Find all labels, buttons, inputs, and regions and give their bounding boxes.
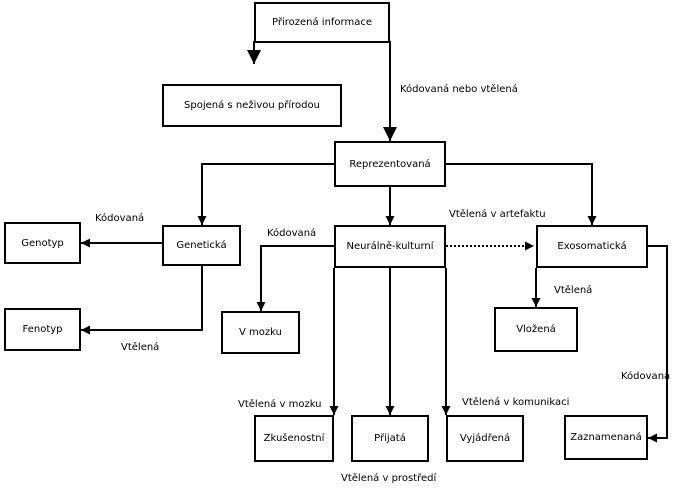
label-vtelena-v-artefaktu: Vtělená v artefaktu (449, 209, 546, 220)
label-kodovana-mozek: Kódovaná (267, 228, 317, 239)
node-genotyp: Genotyp (4, 222, 81, 264)
edge-neuralne-vmozku (256, 245, 334, 311)
node-spojena-s-nezivou-prirodou: Spojená s neživou přírodou (162, 84, 342, 127)
edge-exosomaticka-zaznamenana (648, 245, 668, 443)
edge-repr-exosomaticka (446, 163, 597, 225)
node-vlozena: Vložená (494, 307, 578, 352)
node-reprezentovana: Reprezentovaná (334, 141, 446, 187)
label-vtelena-fenotyp: Vtělená (121, 342, 160, 353)
node-fenotyp: Fenotyp (4, 308, 81, 351)
node-geneticka: Genetická (162, 225, 241, 266)
label-kodovana-nebo-vtelena: Kódovaná nebo vtělená (400, 84, 518, 95)
node-zaznamenana: Zaznamenaná (564, 415, 648, 460)
node-exosomaticka: Exosomatická (536, 225, 648, 268)
label-vtelena-v-mozku: Vtělená v mozku (238, 399, 322, 410)
label-vtelena-vlozena: Vtělená (554, 285, 593, 296)
label-kodovana-zaznam: Kódovaná (621, 371, 671, 382)
label-vtelena-v-komunikaci: Vtělená v komunikaci (462, 397, 570, 408)
node-prirozena-informace: Přirozená informace (254, 2, 390, 43)
edge-repr-geneticka (197, 163, 334, 225)
node-vyjadrena: Vyjádřená (446, 415, 524, 462)
label-vtelena-v-prostredi: Vtělená v prostředí (341, 473, 437, 484)
node-zkusenostni: Zkušenostní (254, 415, 334, 462)
label-kodovana-genotyp: Kódovaná (95, 213, 145, 224)
node-prijata: Přijatá (351, 415, 429, 462)
node-v-mozku: V mozku (221, 311, 300, 354)
edge-geneticka-fenotyp (81, 266, 203, 335)
node-neuralne-kulturni: Neurálně-kulturní (334, 225, 446, 268)
